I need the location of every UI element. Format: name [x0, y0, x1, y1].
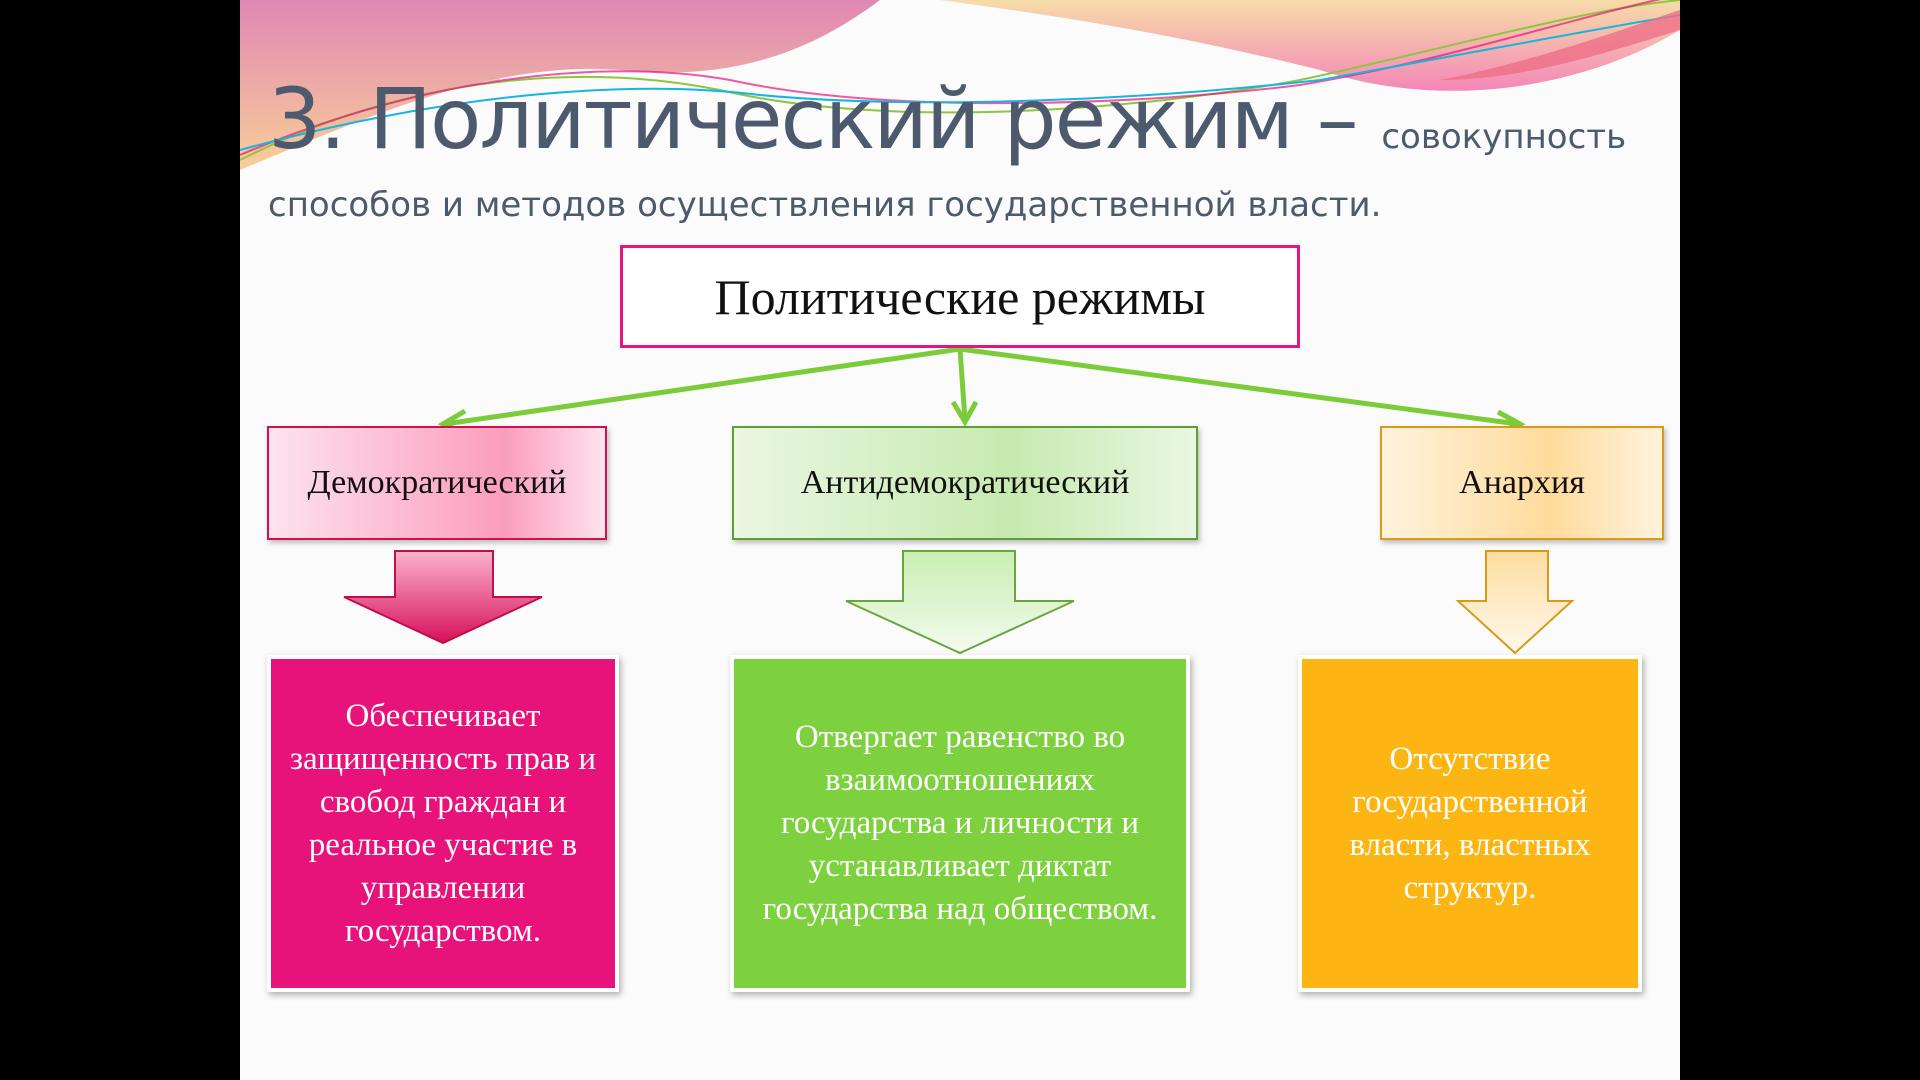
root-box: Политические режимы	[620, 245, 1300, 348]
slide-subtitle: способов и методов осуществления государ…	[268, 185, 1382, 225]
branch-anarchy: Анархия	[1380, 426, 1664, 540]
title-main: 3. Политический режим –	[268, 70, 1359, 168]
description-democratic: Обеспечивает защищенность прав и свобод …	[267, 655, 619, 992]
arrow-down-icon	[343, 550, 543, 645]
title-tail: совокупность	[1381, 117, 1627, 157]
branch-antidemocratic: Антидемократический	[732, 426, 1198, 540]
description-anarchy: Отсутствие государственной власти, власт…	[1298, 655, 1642, 992]
branch-democratic: Демократический	[267, 426, 607, 540]
arrow-down-icon	[1455, 550, 1575, 655]
slide: 3. Политический режим – совокупность спо…	[240, 0, 1680, 1080]
slide-title: 3. Политический режим – совокупность	[268, 70, 1626, 168]
arrow-down-icon	[845, 550, 1075, 655]
decorative-waves	[240, 0, 1680, 655]
description-antidemocratic: Отвергает равенство во взаимоотношениях …	[730, 655, 1190, 992]
